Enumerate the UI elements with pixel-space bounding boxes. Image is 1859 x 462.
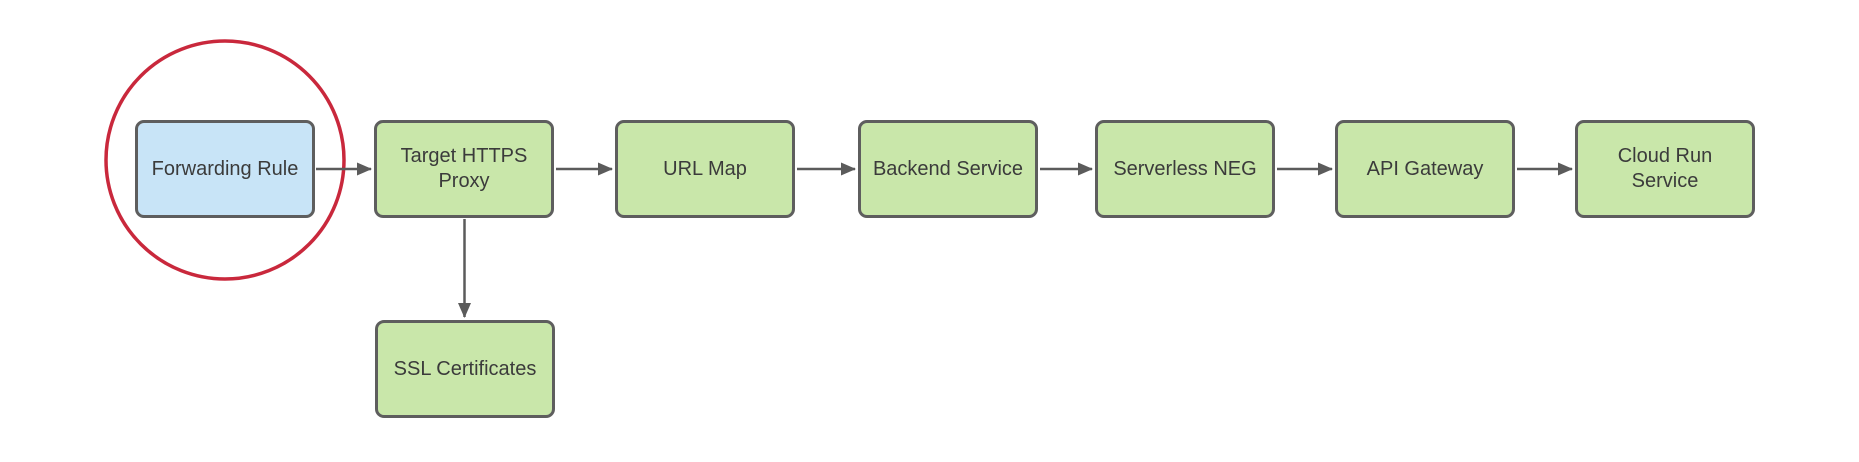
node-label: Serverless NEG — [1113, 157, 1257, 180]
node-label: Forwarding Rule — [151, 157, 299, 180]
node-cloud-run-service: Cloud Run Service — [1575, 120, 1755, 218]
node-api-gateway: API Gateway — [1335, 120, 1515, 218]
node-url-map: URL Map — [615, 120, 795, 218]
node-label: Target HTTPS Proxy — [400, 145, 528, 192]
node-ssl-certificates: SSL Certificates — [375, 320, 555, 418]
node-serverless-neg: Serverless NEG — [1095, 120, 1275, 218]
node-label: API Gateway — [1366, 157, 1484, 180]
node-label: Backend Service — [872, 157, 1024, 180]
node-forwarding-rule: Forwarding Rule — [135, 120, 315, 218]
node-label: URL Map — [663, 157, 747, 180]
node-backend-service: Backend Service — [858, 120, 1038, 218]
node-label: Cloud Run Service — [1617, 145, 1713, 192]
node-target-https-proxy: Target HTTPS Proxy — [374, 120, 554, 218]
node-label: SSL Certificates — [393, 357, 537, 380]
